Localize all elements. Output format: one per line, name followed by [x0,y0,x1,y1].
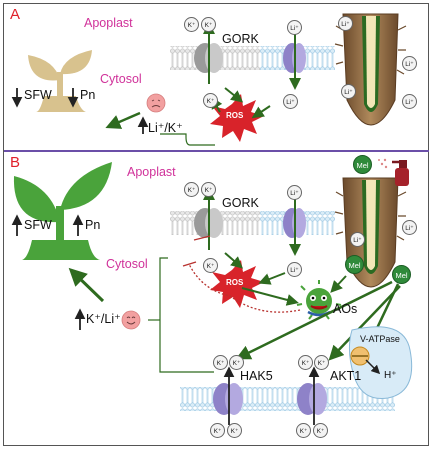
panel-b-pn-label: Pn [85,218,101,232]
panel-b-akt1-label: AKT1 [330,369,362,383]
panel-a-cytosol-label: Cytosol [100,72,142,86]
ion-li-a2: Li⁺ [283,94,298,109]
ion-k-b4: K⁺ [213,355,228,370]
panel-b-ratio-label: K⁺/Li⁺ [86,312,121,326]
panel-b-gork-label: GORK [222,196,259,210]
ion-k-b3: K⁺ [203,258,218,273]
panel-a-letter: A [10,6,21,23]
ion-k-b8: K⁺ [210,423,225,438]
membrane-a [170,43,335,73]
happy-face-b [121,310,141,330]
ion-li-b3: Li⁺ [350,232,365,247]
ion-li-b1: Li⁺ [287,185,302,200]
ion-li-a4: Li⁺ [402,56,417,71]
panel-b-proton-label: H⁺ [384,370,397,381]
v-atpase-vesicle [348,326,413,400]
ion-li-a6: Li⁺ [402,94,417,109]
ros-burst-a [210,94,264,142]
mel-circle-2: Mel [345,255,364,274]
ion-k-a3: K⁺ [203,93,218,108]
ion-k-b9: K⁺ [227,423,242,438]
panel-a-apoplast-label: Apoplast [84,16,133,30]
root-a [334,13,407,126]
ion-li-a5: Li⁺ [341,84,356,99]
mel-circle-3: Mel [392,265,411,284]
panel-a-sfw-label: SFW [24,88,52,102]
ion-li-a3: Li⁺ [338,16,353,31]
panel-b-letter: B [10,154,21,171]
ion-li-b2: Li⁺ [287,262,302,277]
aos-icon [296,280,342,320]
plant-b [13,162,112,260]
panel-b-hak5-label: HAK5 [240,369,273,383]
ion-k-b2: K⁺ [201,182,216,197]
mel-circle-1: Mel [353,155,372,174]
panel-b-sfw-label: SFW [24,218,52,232]
panel-a-ratio-label: Li⁺/K⁺ [148,121,183,135]
panel-a-gork-label: GORK [222,32,259,46]
panel-b-cytosol-label: Cytosol [106,257,148,271]
ion-k-b7: K⁺ [314,355,329,370]
panel-a-pn-label: Pn [80,88,96,102]
sad-face-a [146,93,166,113]
panel-b-apoplast-label: Apoplast [127,165,176,179]
membrane-b-top [170,208,335,238]
ion-li-a1: Li⁺ [287,20,302,35]
plant-a [28,50,92,112]
ros-burst-b [210,260,264,308]
ion-k-b10: K⁺ [296,423,311,438]
ion-k-a2: K⁺ [201,17,216,32]
panel-a-ros-label: ROS [226,111,244,120]
ion-k-b6: K⁺ [298,355,313,370]
ion-k-b11: K⁺ [313,423,328,438]
ion-k-b1: K⁺ [184,182,199,197]
figure-frame [3,3,429,446]
panel-b-ros-label: ROS [226,278,244,287]
spray-bottle-icon [378,158,409,186]
panel-b-aos-label: AOs [333,302,358,316]
panel-divider [4,150,429,152]
ion-k-a1: K⁺ [184,17,199,32]
panel-b-vatpase-label: V-ATPase [360,334,400,344]
ion-k-b5: K⁺ [229,355,244,370]
ion-li-b4: Li⁺ [402,220,417,235]
